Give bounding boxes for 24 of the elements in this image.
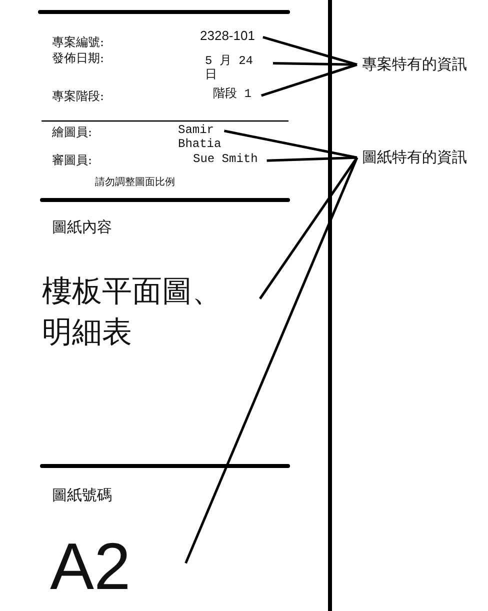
- field-label: 審圖員:: [52, 154, 92, 168]
- leader-line: [258, 156, 358, 300]
- field-value: 5 月 24 日: [205, 55, 263, 83]
- field-value: 2328-101: [200, 29, 255, 44]
- sheet-number: A2: [50, 532, 171, 602]
- leader-line: [224, 130, 358, 159]
- leader-line: [261, 63, 358, 97]
- field-value: Samir Bhatia: [178, 124, 222, 152]
- field-label: 專案階段:: [52, 90, 104, 104]
- field-label: 發佈日期:: [52, 52, 104, 66]
- section-heading: 圖紙號碼: [52, 487, 112, 504]
- field-label: 繪圖員:: [52, 126, 92, 140]
- callout-label: 專案特有的資訊: [362, 56, 467, 74]
- leader-line: [266, 156, 358, 162]
- note-text: 請勿調整圖面比例: [95, 177, 175, 188]
- leader-line: [272, 62, 358, 66]
- leader-line: [184, 157, 358, 564]
- section-heading: 圖紙內容: [52, 219, 112, 236]
- field-label: 專案編號:: [52, 36, 104, 50]
- sheet-contents: 樓板平面圖、明細表: [42, 272, 242, 353]
- field-value: 階段 1: [213, 88, 252, 102]
- leader-line: [262, 36, 358, 66]
- field-value: Sue Smith: [193, 153, 258, 167]
- callout-label: 圖紙特有的資訊: [362, 149, 467, 166]
